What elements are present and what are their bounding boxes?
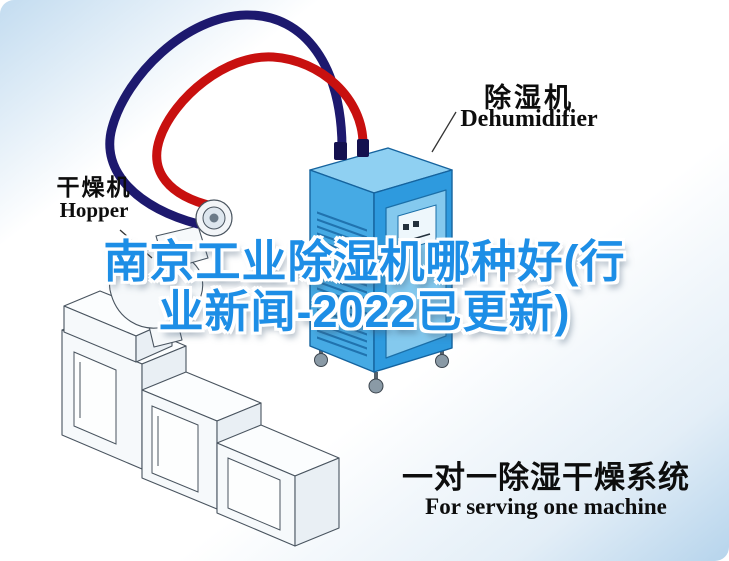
hopper-label-en: Hopper (59, 198, 129, 222)
hopper-pointer-line (119, 229, 153, 259)
hoses (105, 10, 368, 229)
hopper-dryer (109, 225, 209, 348)
dehumidifier-label-en: Dehumidifier (460, 106, 598, 132)
return-hose (105, 10, 347, 229)
dehumidifier-machine (309, 147, 453, 394)
hose-connector (334, 139, 369, 160)
page-title-line1: 南京工业除湿机哪种好(行 (103, 236, 626, 287)
page-title: 南京工业除湿机哪种好(行 业新闻-2022已更新) (0, 237, 729, 337)
dehumidifier-pointer-line (431, 111, 457, 153)
vent-grille (317, 211, 367, 357)
system-caption-en: For serving one machine (425, 494, 667, 519)
label-pointer-lines (119, 111, 457, 259)
hose-flange (195, 199, 233, 237)
hopper-label-cn: 干燥机 (56, 174, 132, 200)
control-panel (397, 204, 437, 253)
page-title-line2: 业新闻-2022已更新) (158, 286, 571, 337)
system-caption-cn: 一对一除湿干燥系统 (402, 460, 690, 495)
supply-hose (152, 52, 368, 211)
dehumidifier-label-cn: 除湿机 (484, 83, 574, 113)
